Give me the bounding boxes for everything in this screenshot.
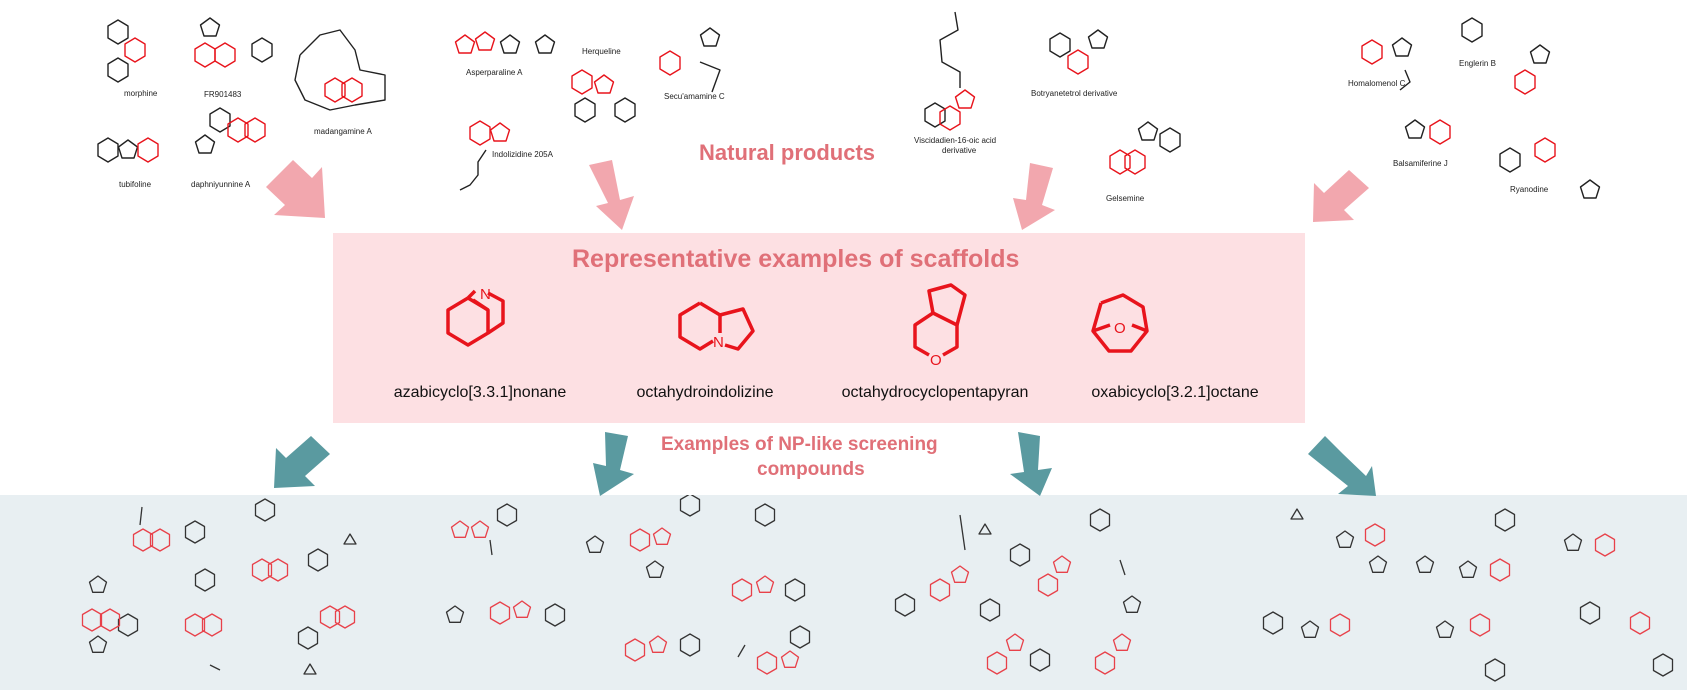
- np-secuamamine-scaffold: [659, 50, 681, 76]
- screening-arrow-4: [1308, 436, 1376, 496]
- np-fr901483-scaffold: [194, 42, 236, 68]
- screening-compound-2-1: [450, 503, 518, 556]
- np-balsamiferine-structure: [1404, 119, 1426, 139]
- scaffold-name-4: oxabicyclo[3.2.1]octane: [1091, 384, 1259, 401]
- screening-compound-3-4: [1094, 559, 1142, 675]
- scaffold-3-o-atom: O: [930, 352, 942, 369]
- np-madangamine-scaffold: [324, 77, 363, 103]
- screening-compound-3-3: [979, 598, 1051, 675]
- screening-compound-4-3: [1494, 508, 1616, 557]
- np-madangamine-structure: [294, 29, 386, 111]
- scaffold-2-n-atom: N: [713, 334, 724, 351]
- np-daphniyunnine-scaffold: [227, 117, 266, 143]
- screening-heading-line2: compounds: [757, 459, 865, 480]
- np-label-viscidadien: Viscidadien-16-oic acid: [914, 136, 997, 145]
- screening-compound-4-6: [1579, 601, 1674, 677]
- screening-heading-line1: Examples of NP-like screening: [661, 434, 938, 455]
- np-label-herqueline: Herqueline: [582, 47, 621, 56]
- np-label-fr901483: FR901483: [204, 90, 242, 99]
- screening-compound-1-3: [184, 568, 223, 671]
- screening-compound-4-2: [1415, 555, 1511, 582]
- np-botryanetetrol-scaffold: [1067, 49, 1089, 75]
- np-botryanetetrol-structure: [1049, 29, 1109, 58]
- screening-compound-2-4: [624, 560, 701, 662]
- scaffold-name-2: octahydroindolizine: [636, 384, 774, 401]
- np-label-tubifoline: tubifoline: [119, 180, 152, 189]
- scaffold-1-n-atom: N: [480, 286, 491, 303]
- screening-arrow-1: [274, 436, 330, 488]
- np-arrow-4: [1313, 170, 1369, 222]
- np-tubifoline-structure: [97, 137, 139, 163]
- natural-products-heading: Natural products: [699, 140, 876, 165]
- screening-compound-2-3: [445, 600, 566, 627]
- np-label-morphine: morphine: [124, 89, 158, 98]
- screening-arrow-2: [593, 432, 634, 496]
- np-label-englerin-b: Englerin B: [1459, 59, 1496, 68]
- np-balsamiferine-scaffold: [1429, 119, 1451, 145]
- scaffold-oxabicyclooctane-structure: [1091, 293, 1149, 353]
- np-asperparaline-scaffold: [454, 31, 496, 54]
- np-homalomenol-scaffold: [1361, 39, 1383, 65]
- natural-product-structures: [97, 11, 1601, 199]
- scaffolds-title: Representative examples of scaffolds: [572, 245, 1020, 273]
- np-daphniyunnine-structure: [194, 107, 231, 154]
- scaffold-indolizine-structure: [678, 301, 755, 351]
- np-label-botryanetetrol: Botryanetetrol derivative: [1031, 89, 1118, 98]
- scaffold-name-1: azabicyclo[3.3.1]nonane: [393, 384, 567, 401]
- scaffold-4-o-atom: O: [1114, 320, 1126, 337]
- np-label-viscidadien-line2: derivative: [942, 146, 977, 155]
- np-label-balsamiferine-j: Balsamiferine J: [1393, 159, 1448, 168]
- np-label-indolizidine-205a: Indolizidine 205A: [492, 150, 553, 159]
- screening-compound-3-2: [1009, 508, 1111, 597]
- screening-compound-1-2: [81, 575, 121, 653]
- np-indolizidine-scaffold: [469, 120, 511, 146]
- np-arrow-2: [589, 160, 634, 230]
- screening-arrow-3: [1010, 432, 1052, 496]
- np-ryanodine-scaffold: [1534, 137, 1556, 163]
- screening-compound-2-6: [737, 625, 811, 675]
- np-tubifoline-scaffold: [137, 137, 159, 163]
- np-herqueline-scaffold: [571, 69, 615, 95]
- screening-compound-2-5: [731, 503, 806, 602]
- np-label-ryanodine: Ryanodine: [1510, 185, 1549, 194]
- np-herqueline-structure: [574, 97, 636, 123]
- screening-compound-structures: [81, 495, 1674, 682]
- screening-compound-2-2: [585, 495, 701, 553]
- np-viscidadien-structure: [924, 11, 961, 128]
- np-secuamamine-structure: [699, 27, 721, 93]
- np-indolizidine-structure: [459, 149, 487, 191]
- screening-compound-4-5: [1435, 613, 1506, 682]
- np-label-gelsemine: Gelsemine: [1106, 194, 1145, 203]
- np-asperparaline-structure: [499, 34, 556, 54]
- np-label-asperparaline-a: Asperparaline A: [466, 68, 523, 77]
- screening-compound-3-1: [894, 514, 992, 617]
- np-label-madangamine-a: madangamine A: [314, 127, 372, 136]
- np-arrow-1: [266, 160, 325, 218]
- np-arrow-3: [1013, 163, 1055, 230]
- np-fr901483-structure: [199, 17, 273, 63]
- np-label-homalomenol-c: Homalomenol C: [1348, 79, 1406, 88]
- screening-compounds-panel: [0, 495, 1687, 690]
- np-label-secuamamine-c: Secu'amamine C: [664, 92, 725, 101]
- np-morphine-scaffold: [124, 37, 146, 63]
- scaffold-name-3: octahydrocyclopentapyran: [841, 384, 1029, 401]
- np-englerin-structure: [1461, 17, 1551, 64]
- np-label-daphniyunnine-a: daphniyunnine A: [191, 180, 251, 189]
- screening-compound-4-4: [1262, 611, 1351, 638]
- np-gelsemine-scaffold: [1109, 149, 1146, 175]
- np-homalomenol-structure: [1391, 37, 1413, 91]
- screening-compound-1-4: [251, 498, 329, 582]
- np-englerin-scaffold: [1514, 69, 1536, 95]
- np-gelsemine-structure: [1137, 121, 1181, 153]
- scaffold-structures: N N O O: [446, 283, 1149, 369]
- screening-compound-4-1: [1290, 508, 1388, 573]
- scaffold-azabicyclononane-structure: [446, 289, 505, 347]
- screening-compound-1-1: [117, 506, 206, 637]
- scaffold-cyclopentapyran-structure: [913, 283, 967, 357]
